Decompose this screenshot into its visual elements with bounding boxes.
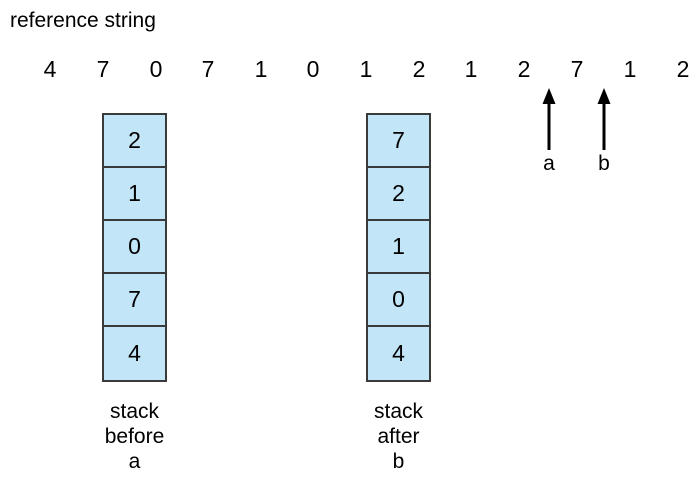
caption-line: stack: [109, 400, 159, 423]
reference-string-item: 0: [149, 56, 163, 82]
caption-line: a: [128, 450, 141, 473]
marker-arrow-up-icon: [538, 88, 560, 150]
caption-line: stack: [373, 400, 423, 423]
reference-string-item: 1: [623, 56, 637, 82]
stack-cell: 0: [368, 274, 429, 327]
reference-string-item: 1: [359, 56, 373, 82]
reference-string-item: 0: [306, 56, 320, 82]
caption-line: before: [104, 425, 165, 448]
reference-string-item: 2: [412, 56, 426, 82]
reference-string-item: 7: [570, 56, 584, 82]
stack-cell: 0: [104, 221, 165, 274]
reference-string-item: 2: [676, 56, 690, 82]
marker-label-b: b: [598, 152, 610, 175]
stack-cell: 1: [368, 221, 429, 274]
stack-cell: 4: [104, 327, 165, 380]
stack-cell: 7: [104, 274, 165, 327]
reference-string-item: 2: [517, 56, 531, 82]
reference-string-item: 1: [254, 56, 268, 82]
marker-arrow-up-icon: [593, 88, 615, 150]
stack-cell: 7: [368, 115, 429, 168]
caption-line: after: [377, 425, 420, 448]
caption-line: b: [392, 450, 405, 473]
stack-cell: 4: [368, 327, 429, 380]
reference-string-item: 7: [201, 56, 215, 82]
reference-string-item: 1: [464, 56, 478, 82]
reference-string-item: 4: [43, 56, 57, 82]
stack-cell: 1: [104, 168, 165, 221]
reference-string-item: 7: [96, 56, 110, 82]
marker-label-a: a: [543, 152, 555, 175]
stack-cell: 2: [368, 168, 429, 221]
figure-title: reference string: [10, 9, 156, 32]
stack-cell: 2: [104, 115, 165, 168]
